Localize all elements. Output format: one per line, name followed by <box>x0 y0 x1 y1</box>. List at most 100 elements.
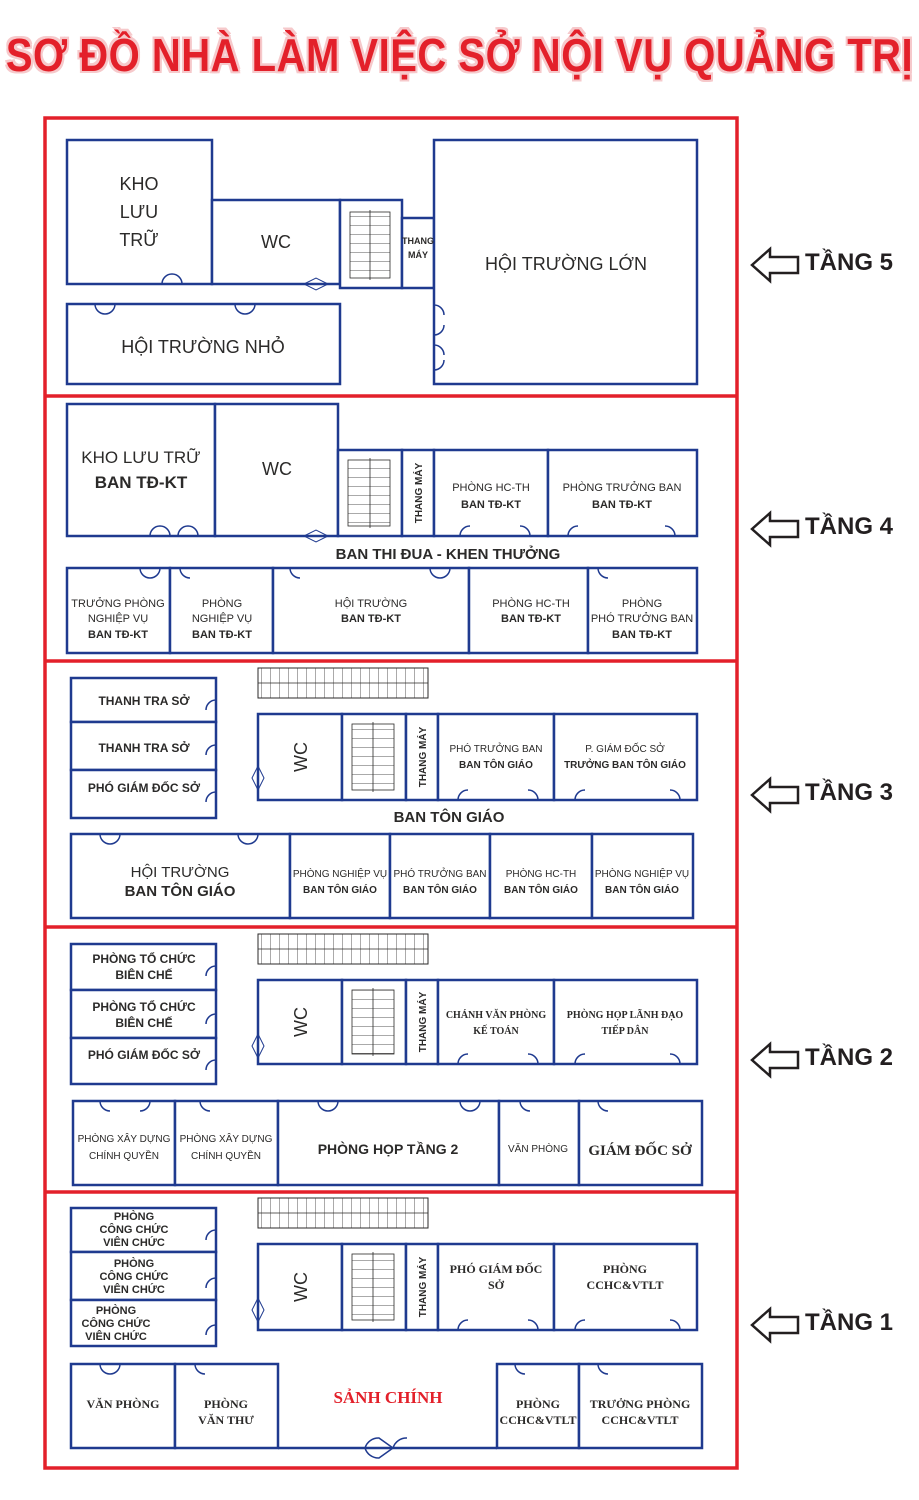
label-xdcq2-2: CHÍNH QUYỀN <box>191 1149 261 1162</box>
floor-1-tag[interactable]: TẦNG 1 <box>750 1305 910 1345</box>
room-pho-giam-doc[interactable] <box>436 1242 556 1332</box>
elevator[interactable] <box>404 978 440 1066</box>
room-pho-truong-ban-tg[interactable] <box>436 712 556 802</box>
room-pho-truong-ban-tdkt[interactable] <box>586 566 699 655</box>
label-tcbc2-2: BIÊN CHẾ <box>115 1015 172 1030</box>
room-xay-dung-cq-2[interactable] <box>173 1099 280 1187</box>
room-wc[interactable] <box>213 402 340 538</box>
floor-4-labels: KHO LƯU TRỮ BAN TĐ-KT WC THANG MÁY PHÒNG… <box>71 448 693 641</box>
label-r3-2: BAN TĐ-KT <box>341 613 401 625</box>
label-kho-2: LƯU <box>120 202 158 222</box>
label-section-tg: BAN TÔN GIÁO <box>394 808 505 826</box>
room-hoi-truong-lon[interactable] <box>432 138 699 386</box>
label-ccvc1-1: PHÒNG <box>114 1210 154 1223</box>
room-truong-phong-nv[interactable] <box>65 566 172 655</box>
floor-4-label: TẦNG 4 <box>805 513 894 540</box>
label-pho-gd: PHÓ GIÁM ĐỐC SỞ <box>88 1047 201 1062</box>
room-pgd-truong-ban-tg[interactable] <box>552 712 699 802</box>
room-hoi-truong-tdkt[interactable] <box>271 566 471 655</box>
label-thang-may: THANG MÁY <box>416 991 429 1052</box>
floor-3-label: TẦNG 3 <box>805 779 894 806</box>
room-pho-giam-doc[interactable] <box>69 1036 218 1086</box>
room-hop-lanh-dao[interactable] <box>552 978 699 1066</box>
label-pho-gd: PHÓ GIÁM ĐỐC SỞ <box>88 780 201 795</box>
label-truong-ban: PHÒNG TRƯỞNG BAN <box>563 481 682 494</box>
label-r2-3: BAN TĐ-KT <box>192 629 252 641</box>
label-hc-th: PHÒNG HC-TH <box>452 481 530 494</box>
label-r2-1: PHÓ TRƯỞNG BAN <box>393 867 486 880</box>
room-cchc-vtlt[interactable] <box>552 1242 699 1332</box>
room-van-thu[interactable] <box>173 1362 280 1450</box>
room-hoi-truong-tg[interactable] <box>69 832 292 920</box>
label-pho-truong-ban: PHÓ TRƯỞNG BAN <box>449 742 542 755</box>
label-hoi-truong: HỘI TRƯỜNG <box>131 864 230 881</box>
room-nghiep-vu-tg-2[interactable] <box>590 832 695 920</box>
label-cvp-2: KẾ TOÁN <box>473 1024 519 1037</box>
label-ccvc1-2: CÔNG CHỨC <box>99 1223 168 1236</box>
label-section-tdkt: BAN THI ĐUA - KHEN THƯỞNG <box>336 545 561 563</box>
room-pho-truong-ban-tg-2[interactable] <box>388 832 492 920</box>
floor-4 <box>65 402 699 655</box>
room-hoi-truong-nho[interactable] <box>65 302 342 386</box>
room-phong-nv[interactable] <box>168 566 275 655</box>
label-r4-2: BAN TĐ-KT <box>501 613 561 625</box>
label-phong-hop: PHÒNG HỌP TẦNG 2 <box>318 1140 459 1157</box>
room-to-chuc-bien-che-1[interactable] <box>69 942 218 992</box>
floor-2 <box>69 933 704 1187</box>
room-van-phong[interactable] <box>497 1099 581 1187</box>
room-thanh-tra-2[interactable] <box>69 720 218 772</box>
room-hc-th-tdkt-2[interactable] <box>467 566 590 655</box>
label-r1-2: BAN TÔN GIÁO <box>303 883 377 896</box>
label-cchc2-1: PHÒNG <box>516 1397 560 1411</box>
elevator[interactable] <box>404 1242 440 1332</box>
floor-3-tag[interactable]: TẦNG 3 <box>750 775 910 815</box>
page-title: SƠ ĐỒ NHÀ LÀM VIỆC SỞ NỘI VỤ QUẢNG TRỊ <box>5 30 914 82</box>
room-chanh-van-phong[interactable] <box>436 978 556 1066</box>
label-r4-1: PHÒNG HC-TH <box>492 597 570 610</box>
building-frame <box>43 116 739 1470</box>
room-wc[interactable] <box>210 198 342 286</box>
label-r5-2: PHÓ TRƯỞNG BAN <box>591 612 693 625</box>
room-thanh-tra-1[interactable] <box>69 676 218 724</box>
room-truong-ban-tdkt[interactable] <box>546 448 699 538</box>
room-to-chuc-bien-che-2[interactable] <box>69 988 218 1040</box>
label-hc-th-ban: BAN TĐ-KT <box>461 499 521 511</box>
label-r4-1: PHÒNG NGHIỆP VỤ <box>595 867 689 880</box>
label-r1-1: TRƯỞNG PHÒNG <box>71 597 164 610</box>
floor-3-labels: THANH TRA SỞ THANH TRA SỞ PHÓ GIÁM ĐỐC S… <box>88 693 689 900</box>
room-hc-th-tdkt[interactable] <box>432 448 550 538</box>
room-phong-hop-tang-2[interactable] <box>276 1099 501 1187</box>
label-ccvc3-1: PHÒNG <box>96 1304 136 1317</box>
floor-2-tag[interactable]: TẦNG 2 <box>750 1040 910 1080</box>
label-r4-2: BAN TÔN GIÁO <box>605 883 679 896</box>
label-r1-2: NGHIỆP VỤ <box>88 612 148 625</box>
label-may: MÁY <box>408 250 428 260</box>
room-wc[interactable] <box>256 1242 344 1332</box>
room-ccvc-3[interactable] <box>69 1298 218 1348</box>
room-kho-luu-tru[interactable] <box>65 138 214 286</box>
label-hoi-truong-nho: HỘI TRƯỜNG NHỎ <box>121 336 284 357</box>
arrow-left-icon <box>750 246 800 284</box>
label-tcbc2-1: PHÒNG TỔ CHỨC <box>92 999 196 1014</box>
label-cchc-1: PHÒNG <box>603 1262 647 1276</box>
floor-5-labels: KHO LƯU TRỮ WC THANG MÁY HỘI TRƯỜNG LỚN … <box>119 174 647 357</box>
label-thang-may: THANG MÁY <box>416 1256 429 1317</box>
room-wc[interactable] <box>256 712 344 802</box>
room-van-phong[interactable] <box>69 1362 177 1450</box>
label-thang-may: THANG MÁY <box>412 462 425 523</box>
label-r1-1: PHÒNG NGHIỆP VỤ <box>293 867 387 880</box>
label-van-thu-2: VĂN THƯ <box>198 1413 254 1427</box>
room-cchc-vtlt-2[interactable] <box>495 1362 581 1450</box>
room-giam-doc[interactable] <box>577 1099 704 1187</box>
label-pgd: P. GIÁM ĐỐC SỞ <box>585 741 665 755</box>
room-kho-luu-tru-tdkt[interactable] <box>65 402 217 538</box>
label-cvp-1: CHÁNH VĂN PHÒNG <box>446 1009 547 1021</box>
floor-5-tag[interactable]: TẦNG 5 <box>750 245 910 285</box>
room-pho-giam-doc[interactable] <box>69 768 218 820</box>
room-truong-phong-cchc[interactable] <box>577 1362 704 1450</box>
floor-4-tag[interactable]: TẦNG 4 <box>750 509 910 549</box>
floor-1-labels: PHÒNG CÔNG CHỨC VIÊN CHỨC PHÒNG CÔNG CHỨ… <box>81 1210 690 1427</box>
label-r5-3: BAN TĐ-KT <box>612 629 672 641</box>
label-kho-3: TRỮ <box>119 229 158 250</box>
label-ccvc2-2: CÔNG CHỨC <box>99 1270 168 1283</box>
